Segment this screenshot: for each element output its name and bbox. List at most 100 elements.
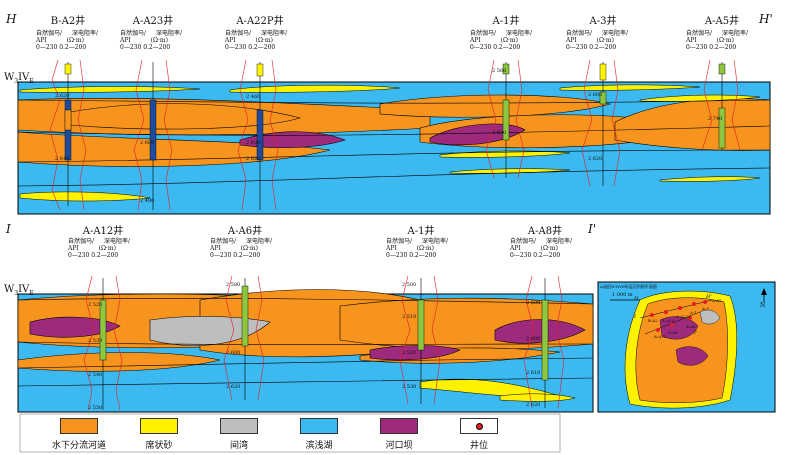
depth-label: 2 620 (526, 402, 541, 408)
well-label: A-1井 (492, 16, 520, 27)
well-column (399, 275, 441, 405)
sheet-sand-body (659, 176, 761, 182)
sheet-sand-body (19, 191, 151, 202)
map-well-label: A-A5 (712, 298, 722, 303)
mouth-bar-body (429, 123, 526, 146)
north-label: N (760, 302, 766, 309)
depth-label: 2 520 (88, 302, 103, 308)
depth-label: 2 600 (526, 336, 541, 342)
log-header: 自然伽马/ 深电阻率/ API (Ω·m) 0—230 0.2—200 (36, 30, 98, 51)
log-header: 自然伽马/ 深电阻率/ API (Ω·m) 0—230 0.2—200 (68, 238, 130, 259)
channel-body (69, 103, 302, 130)
map-well-label: A-3 (702, 306, 709, 311)
map-well-label: A-A12 (654, 334, 667, 339)
mouth-bar-body (239, 131, 346, 149)
well-label: A-3井 (589, 16, 617, 27)
well-column (581, 59, 621, 187)
log-header: 自然伽马/ 深电阻率/ API (Ω·m) 0—230 0.2—200 (566, 30, 628, 51)
map-well-label: B-A2 (648, 318, 658, 323)
well-label: A-A6井 (227, 226, 263, 237)
map-well-label: A-A8 (686, 324, 696, 329)
map-section-line (644, 311, 701, 335)
depth-label: 2 560 (492, 68, 507, 74)
section-end-label: I' (588, 222, 597, 236)
inset-map-title: A油田W3IVE砂层沉积相平面图 (600, 284, 657, 289)
inset-map (597, 281, 776, 413)
depth-label: 2 620 (588, 156, 603, 162)
interdist-body (149, 316, 271, 346)
map-interdist (699, 309, 721, 325)
map-well-dot (692, 302, 696, 306)
legend-label: 滨浅湖 (305, 441, 333, 451)
map-well-dot (678, 306, 682, 310)
correlation-line (17, 99, 771, 104)
depth-label: 2 600 (226, 350, 241, 356)
legend-label: 席状砂 (145, 441, 173, 451)
depth-label: 2 530 (88, 338, 103, 344)
map-label: I (634, 314, 636, 320)
legend-swatch-mouth-bar (380, 418, 418, 434)
legend-swatch-sheet-sand (140, 418, 178, 434)
depth-label: 2 500 (402, 282, 417, 288)
well-label: A-1井 (407, 226, 435, 237)
depth-label: 2 530 (402, 384, 417, 390)
correlation-line (17, 167, 771, 187)
well-dot-icon (476, 423, 483, 430)
log-header: 自然伽马/ 深电阻率/ API (Ω·m) 0—230 0.2—200 (120, 30, 182, 51)
depth-label: 2 600 (246, 140, 261, 146)
sheet-sand-body (499, 393, 576, 402)
map-well-dot (670, 323, 674, 327)
depth-label: 2 520 (492, 130, 507, 136)
map-well-label: A-1 (690, 310, 697, 315)
well-label: A-A8井 (527, 226, 563, 237)
map-well-dot (688, 316, 692, 320)
section-start-label: H (6, 12, 17, 26)
correlation-line (17, 377, 594, 387)
depth-label: 2 610 (526, 370, 541, 376)
section-top (17, 59, 771, 215)
legend-label: 间湾 (229, 441, 248, 451)
map-well-label: A-A6 (668, 330, 678, 335)
log-header: 自然伽马/ 深电阻率/ API (Ω·m) 0—230 0.2—200 (510, 238, 572, 259)
depth-label: 2 460 (246, 94, 261, 100)
legend-label: 井位 (469, 441, 488, 451)
map-well-label: A-A23 (662, 318, 675, 323)
well-column (523, 275, 565, 409)
map-label: H' (706, 294, 712, 300)
map-label: H (634, 296, 639, 302)
depth-label: 2 480 (140, 198, 155, 204)
depth-label: 2 620 (246, 156, 261, 162)
formation-label: W3IVE (4, 72, 34, 85)
sheet-sand-body (449, 168, 571, 174)
depth-label: 2 540 (88, 372, 103, 378)
map-well-label: A-A22P (676, 314, 691, 319)
map-well-dot (703, 300, 707, 304)
section-end-label: H' (759, 12, 773, 26)
section-start-label: I (6, 222, 11, 236)
depth-label: 2 520 (402, 350, 417, 356)
depth-label: 2 620 (226, 384, 241, 390)
inset-map-scale: 1 000 m (612, 292, 633, 298)
channel-body (379, 94, 612, 118)
correlation-line (17, 149, 771, 163)
map-mouth-bar (675, 346, 709, 366)
legend-swatch-lake (300, 418, 338, 434)
north-arrow-head (761, 288, 767, 295)
well-label: A-A22P井 (236, 16, 284, 27)
correlation-line (17, 341, 594, 345)
depth-label: 2 640 (55, 156, 70, 162)
well-column (83, 275, 123, 411)
sheet-sand-body (19, 86, 201, 93)
well-column (237, 59, 279, 211)
map-label: I' (694, 330, 698, 336)
log-header: 自然伽马/ 深电阻率/ API (Ω·m) 0—230 0.2—200 (210, 238, 272, 259)
log-header: 自然伽马/ 深电阻率/ API (Ω·m) 0—230 0.2—200 (470, 30, 532, 51)
map-well-dot (650, 313, 654, 317)
mouth-bar-body (29, 316, 121, 338)
depth-label: 2 550 (88, 405, 103, 411)
legend-label: 水下分流河道 (51, 441, 106, 451)
depth-label: 2 510 (402, 314, 417, 320)
log-header: 自然伽马/ 深电阻率/ API (Ω·m) 0—230 0.2—200 (386, 238, 448, 259)
correlation-line (17, 125, 771, 136)
